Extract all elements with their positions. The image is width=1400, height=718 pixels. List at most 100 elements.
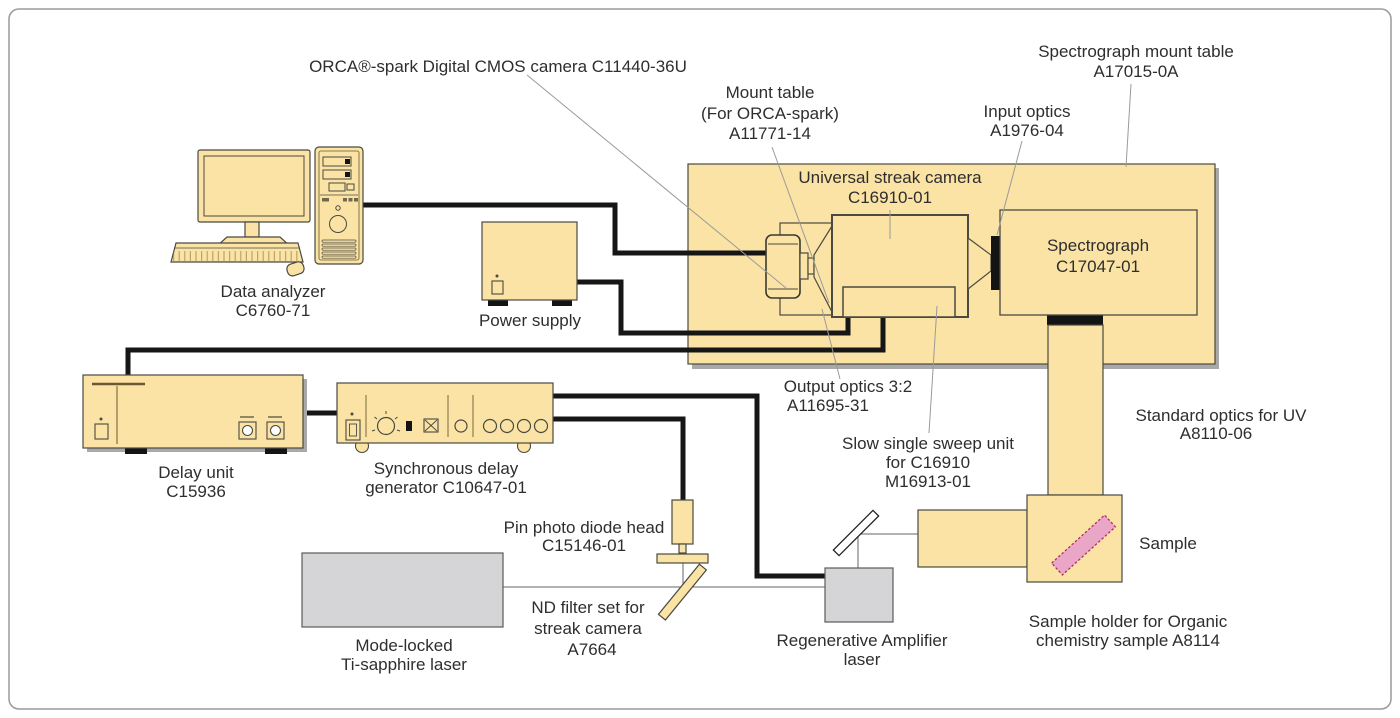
psu-foot-left [488,300,508,306]
camera-assembly [765,222,833,316]
label-streak-camera-2: C16910-01 [848,188,932,207]
tower-eject-button [346,183,355,191]
turning-mirror [832,509,880,557]
label-spectrograph-1: Spectrograph [1047,236,1149,255]
label-power-supply: Power supply [479,311,582,330]
label-ti-laser-2: Ti-sapphire laser [341,655,467,674]
label-mount-table-2: (For ORCA-spark) [701,104,839,123]
sample-optics-chain [917,315,1123,583]
pin-diode-mount-plate [656,553,709,564]
label-output-optics-1: Output optics 3:2 [784,377,913,396]
syncgen-knob-ticks [371,411,401,432]
delay-box [82,374,304,449]
label-pin-diode-1: Pin photo diode head [504,518,665,537]
ti-sapphire-laser-box [301,552,504,628]
label-sweep-unit-2: for C16910 [886,453,970,472]
monitor [197,149,311,223]
spectrograph-coupling-flange [1047,315,1103,325]
label-input-optics-1: Input optics [984,102,1071,121]
syncgen-xlr-socket [423,418,439,433]
leader-sweep-unit [928,305,938,434]
bnc2-ring [269,424,282,437]
cable-syncgen-to-pindiode [553,416,686,502]
regen-laser-box [824,567,894,623]
monitor-stand [244,221,260,238]
label-ti-laser-1: Mode-locked [355,636,452,655]
tower-port-left [322,198,329,202]
psu-switch [491,280,504,295]
label-pin-diode-2: C15146-01 [542,536,626,555]
sample-holder-box [1026,494,1123,583]
pin-photo-diode-assembly [656,499,709,591]
leader-spectrograph-table [1125,83,1132,168]
tower-port-3 [354,198,358,202]
spectrograph-box [999,209,1198,316]
leader-input-optics [996,140,1023,236]
tower-bay2-button [345,172,350,177]
data-analyzer-computer [170,146,364,277]
label-syncgen-1: Synchronous delay [374,459,519,478]
label-delay-unit-2: C15936 [166,482,226,501]
syncgen-connector-1 [482,418,498,434]
beam-path [503,533,918,588]
label-spectrograph-table-1: Spectrograph mount table [1038,42,1234,61]
bnc-connector-2 [266,421,285,440]
label-streak-camera-1: Universal streak camera [798,168,982,187]
delay-foot-left [125,448,147,454]
label-output-optics-2: A11695-31 [787,396,869,415]
psu-foot-right [552,300,572,306]
label-mount-table-1: Mount table [726,83,815,102]
label-regen-laser-1: Regenerative Amplifier [776,631,947,650]
tower-front-panel [318,150,360,261]
leader-orca [526,74,787,289]
bnc-connector-1 [238,421,257,440]
syncgen-connector-2 [499,418,515,434]
label-spectrograph-table-2: A17015-0A [1093,62,1179,81]
cables [125,202,886,579]
monitor-screen [203,155,305,217]
syncgen-box [336,382,554,444]
syncgen-knob [376,416,396,436]
leader-mount-table [771,146,830,304]
leader-output-optics [821,308,841,380]
input-coupling-flange [991,236,1000,290]
tower-port-2 [348,198,353,202]
pin-diode-head [671,499,694,545]
nd-filter-plate [657,563,708,621]
sweep-unit-box [842,286,956,318]
delay-unit-device [82,374,307,454]
bnc1-ring [241,424,254,437]
syncgen-connector-a [454,419,468,433]
leader-lines [526,74,1132,434]
label-input-optics-2: A1976-04 [990,121,1064,140]
cable-delay-to-sweep [125,315,886,378]
label-spectrograph-2: C17047-01 [1056,257,1140,276]
label-mount-table-3: A11771-14 [729,124,811,143]
label-uv-optics-2: A8110-06 [1180,424,1252,443]
label-sweep-unit-1: Slow single sweep unit [842,434,1014,453]
label-nd-filter-1: ND filter set for [531,598,645,617]
cable-power-to-sweep [577,279,851,336]
label-data-analyzer-2: C6760-71 [236,301,311,320]
label-sample: Sample [1139,534,1197,553]
syncgen-connector-4 [533,418,549,434]
sample-cell [1050,514,1117,576]
xlr-cross-2 [424,419,438,432]
tower-power-button [329,215,347,233]
cable-analyzer-to-camera [363,202,772,256]
label-orca-camera: ORCA®-spark Digital CMOS camera C11440-3… [309,57,687,76]
syncgen-connector-3 [516,418,532,434]
labels: ORCA®-spark Digital CMOS camera C11440-3… [158,42,1307,674]
tower-drive-bay-2 [322,169,352,180]
excitation-arm [917,509,1028,568]
label-sample-holder-1: Sample holder for Organic [1029,612,1228,631]
label-syncgen-2: generator C10647-01 [365,478,527,497]
psu-box [481,221,578,301]
mouse [286,261,305,277]
label-nd-filter-2: streak camera [534,619,642,638]
syncgen-power-switch [345,419,361,441]
label-regen-laser-2: laser [844,650,881,669]
delay-led [99,417,103,421]
